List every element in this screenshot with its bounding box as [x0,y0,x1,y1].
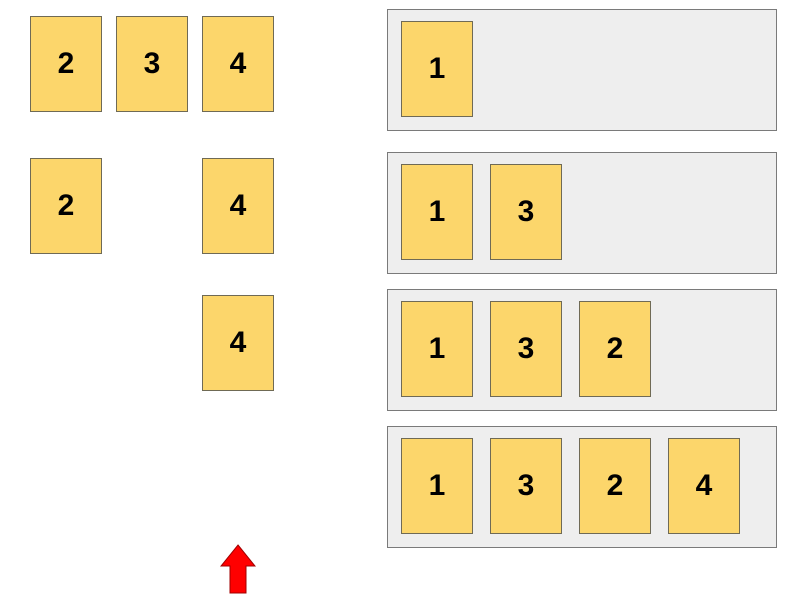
remaining-card: 4 [202,16,274,112]
tray-card: 1 [401,164,473,260]
sequence-tray-2: 1 3 [387,152,777,274]
remaining-card: 2 [30,16,102,112]
remaining-card: 3 [116,16,188,112]
sequence-tray-3: 1 3 2 [387,289,777,411]
tray-card: 3 [490,301,562,397]
sequence-tray-1: 1 [387,9,777,131]
tray-card: 3 [490,164,562,260]
tray-card: 1 [401,301,473,397]
tray-card: 1 [401,438,473,534]
up-arrow-icon [220,544,256,594]
remaining-card: 4 [202,295,274,391]
sequence-tray-4: 1 3 2 4 [387,426,777,548]
remaining-card: 2 [30,158,102,254]
tray-card: 1 [401,21,473,117]
tray-card: 2 [579,301,651,397]
tray-card: 4 [668,438,740,534]
tray-card: 2 [579,438,651,534]
tray-card: 3 [490,438,562,534]
remaining-card: 4 [202,158,274,254]
